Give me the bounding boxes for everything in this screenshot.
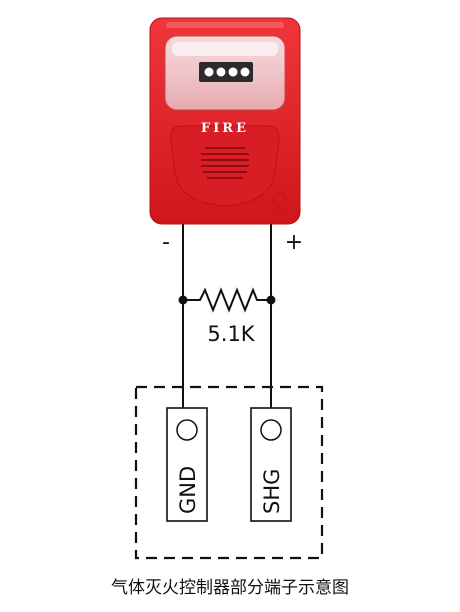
strobe-led-bar	[199, 62, 253, 82]
terminal-screw-icon	[260, 419, 282, 441]
speaker-grille	[201, 147, 249, 179]
terminal-label: SHG	[260, 469, 284, 514]
resistor: 5.1K	[178, 287, 276, 346]
positive-polarity-label: +	[285, 230, 303, 255]
controller-boundary	[134, 385, 324, 560]
strobe-led	[204, 67, 214, 77]
strobe-led	[228, 67, 238, 77]
resistor-zigzag	[183, 287, 271, 313]
terminal-shg: SHG	[250, 407, 292, 522]
junction-dot-right	[266, 295, 276, 305]
strobe-led	[216, 67, 226, 77]
resistor-value-label: 5.1K	[207, 322, 255, 346]
junction-dot-left	[178, 295, 188, 305]
strobe-led	[240, 67, 250, 77]
terminal-gnd: GND	[166, 407, 208, 522]
terminal-screw-icon	[176, 419, 198, 441]
strobe-lens-highlight	[172, 42, 278, 56]
certification-mark-icon	[272, 192, 286, 206]
device-top-ridge	[166, 22, 284, 28]
certification-mark: DMA	[272, 209, 287, 216]
negative-polarity-label: -	[162, 230, 170, 255]
terminal-label: GND	[176, 466, 200, 514]
fire-label: FIRE	[201, 121, 249, 136]
diagram-caption: 气体灭火控制器部分端子示意图	[111, 578, 349, 598]
fire-alarm-strobe: FIRE DMA	[149, 17, 301, 225]
